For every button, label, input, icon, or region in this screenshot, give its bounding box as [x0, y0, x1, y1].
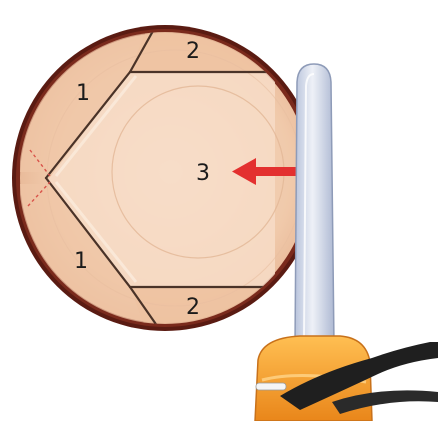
label-center: 3 [196, 161, 210, 186]
log-cross-section: 1 1 2 2 3 [12, 20, 318, 340]
chainsaw-bar [295, 64, 334, 345]
label-upper-left: 1 [76, 81, 90, 106]
label-lower-right: 2 [186, 295, 200, 320]
label-lower-left: 1 [74, 249, 88, 274]
label-upper-right: 2 [186, 39, 200, 64]
